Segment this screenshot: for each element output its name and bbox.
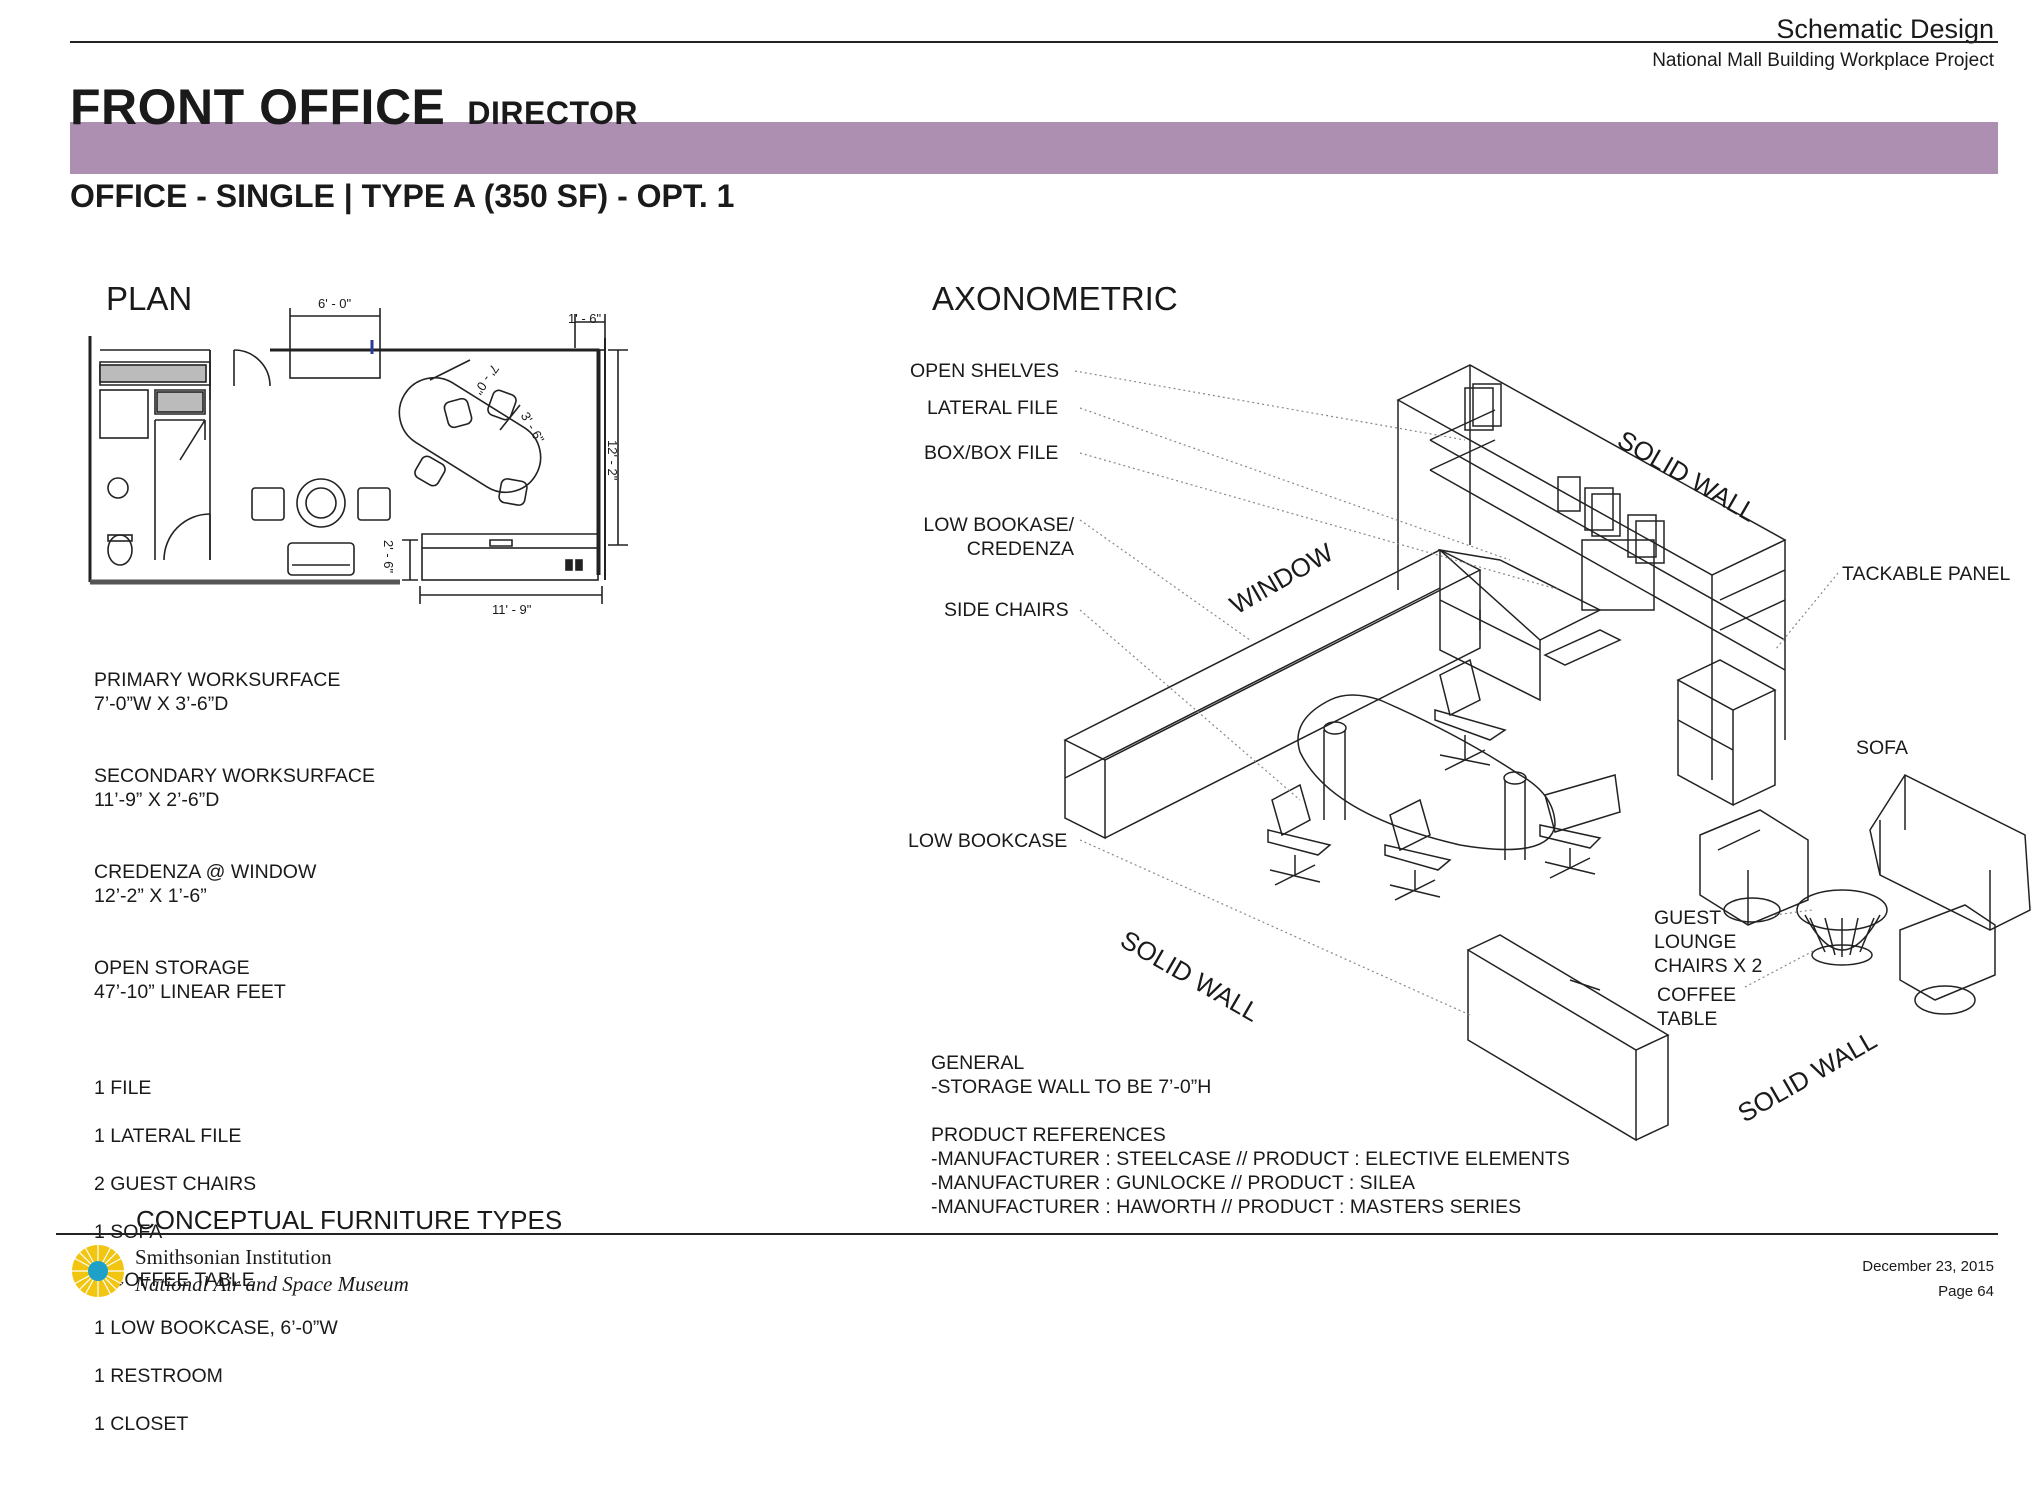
header-rule [70, 41, 1998, 43]
callout-guest-lounge-line3: CHAIRS X 2 [1654, 955, 1763, 977]
project-name: National Mall Building Workplace Project [1652, 50, 1994, 71]
product-reference: -MANUFACTURER : STEELCASE // PRODUCT : E… [931, 1148, 1570, 1170]
callout-guest-lounge-line2: LOUNGE [1654, 931, 1737, 953]
products-title: PRODUCT REFERENCES [931, 1124, 1166, 1146]
page-number: Page 64 [1938, 1283, 1994, 1300]
office-type-heading: OFFICE - SINGLE | TYPE A (350 SF) - OPT.… [70, 178, 735, 214]
spec-primary-title: PRIMARY WORKSURFACE [94, 669, 341, 691]
list-item: 1 SOFA [94, 1221, 163, 1243]
solid-wall-label-top: SOLID WALL [1612, 424, 1762, 528]
plan-label: PLAN [106, 280, 193, 317]
spec-open-storage-value: 47’-10” LINEAR FEET [94, 981, 286, 1003]
smithsonian-sun-logo [72, 1245, 124, 1297]
spec-primary-value: 7’-0”W X 3’-6”D [94, 693, 229, 715]
callout-tackable-panel: TACKABLE PANEL [1842, 563, 2011, 585]
plan-dim-7-0: 7' - 0" [470, 361, 503, 398]
list-item: 1 FILE [94, 1077, 152, 1099]
window-label: WINDOW [1224, 537, 1339, 621]
plan-dim-6-0: 6' - 0" [318, 296, 352, 311]
callout-box-file: BOX/BOX FILE [924, 442, 1059, 464]
museum-name: National Air and Space Museum [135, 1272, 409, 1296]
spec-secondary-value: 11’-9” X 2’-6”D [94, 789, 220, 811]
callout-low-bookcase-credenza: LOW BOOKASE/CREDENZA [916, 513, 1074, 561]
callout-sofa: SOFA [1856, 737, 1909, 759]
plan-dim-11-9: 11' - 9" [492, 602, 532, 617]
callout-lateral-file: LATERAL FILE [927, 397, 1059, 419]
plan-dim-1-6: 1' - 6" [568, 311, 602, 326]
plan-dim-12-2: 12' - 2" [605, 440, 620, 481]
product-reference: -MANUFACTURER : HAWORTH // PRODUCT : MAS… [931, 1196, 1522, 1218]
callout-coffee-table-line2: TABLE [1657, 1008, 1718, 1030]
page-title-sub: DIRECTOR [467, 95, 638, 131]
footer-rule [56, 1233, 1998, 1235]
general-note: -STORAGE WALL TO BE 7’-0”H [931, 1076, 1212, 1098]
callout-side-chairs: SIDE CHAIRS [944, 599, 1069, 621]
institution: Smithsonian Institution [135, 1245, 332, 1269]
general-notes: GENERAL -STORAGE WALL TO BE 7’-0”H PRODU… [931, 1051, 1570, 1219]
callout-open-shelves: OPEN SHELVES [910, 360, 1060, 382]
page-title-main: FRONT OFFICE [70, 79, 446, 135]
list-item: 1 COFFEE TABLE [94, 1269, 255, 1291]
solid-wall-label-left: SOLID WALL [1115, 924, 1265, 1028]
plan-dim-2-6: 2' - 6" [381, 540, 396, 574]
spec-credenza-title: CREDENZA @ WINDOW [94, 861, 317, 883]
document-date: December 23, 2015 [1862, 1258, 1994, 1275]
stage-title: Schematic Design [1776, 14, 1994, 44]
callout-low-bookcase: LOW BOOKCASE [908, 830, 1068, 852]
callout-coffee-table-line1: COFFEE [1657, 984, 1737, 1006]
callout-guest-lounge-line1: GUEST [1654, 907, 1722, 929]
solid-wall-label-right: SOLID WALL [1732, 1024, 1882, 1129]
spec-credenza-value: 12’-2” X 1’-6” [94, 885, 207, 907]
axon-label: AXONOMETRIC [932, 280, 1178, 317]
callout-low-bookcase-credenza-line2: CREDENZA [966, 538, 1074, 560]
list-item: 2 GUEST CHAIRS [94, 1173, 257, 1195]
list-item: 1 CLOSET [94, 1413, 189, 1435]
plan-dim-3-6: 3' - 6" [517, 409, 548, 446]
product-reference: -MANUFACTURER : GUNLOCKE // PRODUCT : SI… [931, 1172, 1415, 1194]
general-title: GENERAL [931, 1052, 1025, 1074]
list-item: 1 RESTROOM [94, 1365, 223, 1387]
list-item: 1 LATERAL FILE [94, 1125, 242, 1147]
section-label: CONCEPTUAL FURNITURE TYPES [136, 1205, 563, 1235]
title-band [70, 122, 1998, 174]
callout-low-bookcase-credenza-line1: LOW BOOKASE/ [923, 514, 1074, 536]
notes-spacer [931, 1099, 1570, 1123]
spec-open-storage-title: OPEN STORAGE [94, 957, 250, 979]
spec-secondary-title: SECONDARY WORKSURFACE [94, 765, 375, 787]
page-title: FRONT OFFICE DIRECTOR [70, 78, 638, 136]
